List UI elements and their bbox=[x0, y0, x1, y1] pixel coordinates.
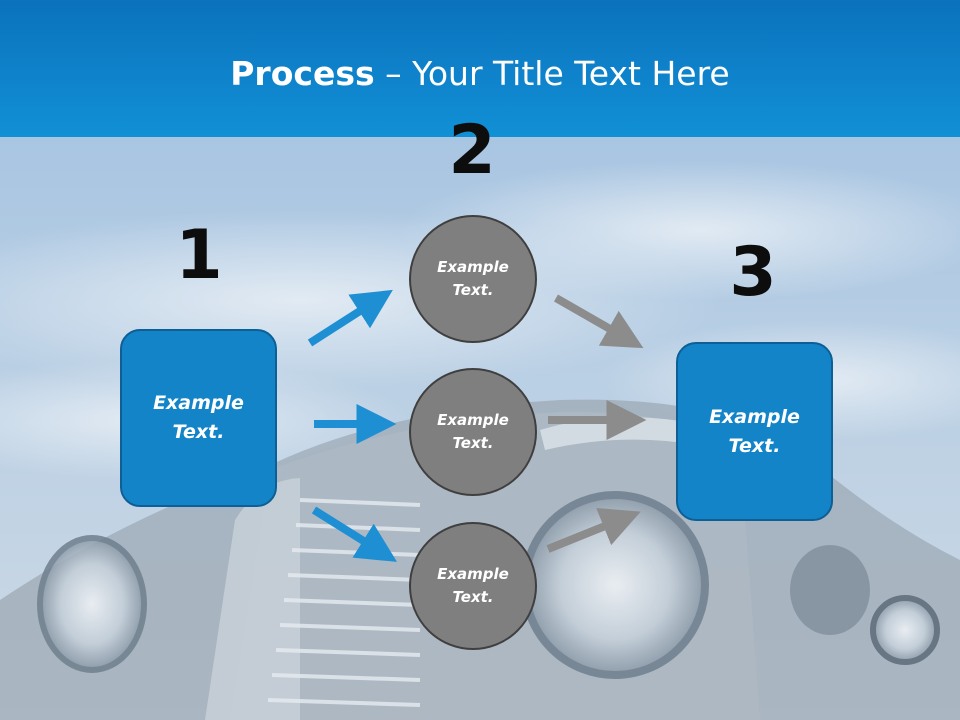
title-bar bbox=[0, 0, 960, 137]
circle-bottom-text: Example Text. bbox=[437, 565, 509, 606]
circle-bottom: Example Text. bbox=[409, 522, 537, 650]
step-3-box: Example Text. bbox=[676, 342, 833, 521]
circle-middle-text: Example Text. bbox=[437, 411, 509, 452]
step-1-text: Example Text. bbox=[153, 392, 244, 443]
arrow-1-to-bottom bbox=[311, 506, 397, 562]
step-3-text: Example Text. bbox=[709, 405, 800, 457]
arrow-bottom-to-3 bbox=[546, 508, 641, 553]
arrow-top-to-3 bbox=[554, 294, 644, 349]
step-number-2: 2 bbox=[448, 111, 496, 190]
circle-middle: Example Text. bbox=[409, 368, 537, 496]
slide-title: Process – Your Title Text Here bbox=[0, 52, 960, 96]
step-number-1: 1 bbox=[175, 216, 223, 295]
circle-top-text: Example Text. bbox=[437, 258, 509, 299]
title-separator: – bbox=[374, 54, 413, 93]
title-rest: Your Title Text Here bbox=[412, 54, 730, 93]
circle-top: Example Text. bbox=[409, 215, 537, 343]
title-bold: Process bbox=[230, 54, 375, 93]
step-1-box: Example Text. bbox=[120, 329, 277, 507]
arrow-1-to-top bbox=[307, 289, 393, 347]
step-number-3: 3 bbox=[729, 233, 777, 312]
